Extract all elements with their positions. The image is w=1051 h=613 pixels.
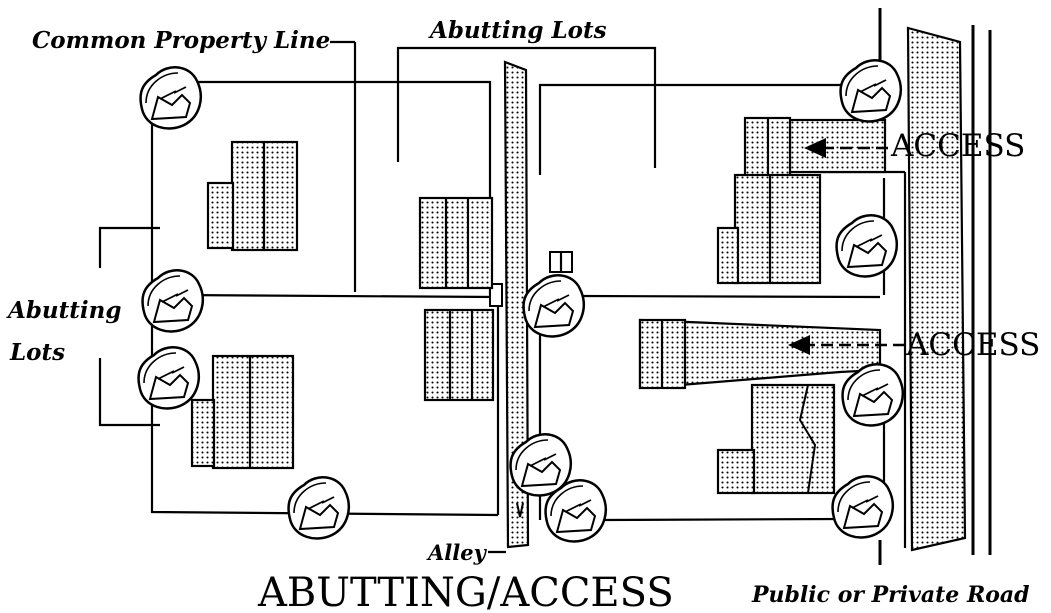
access-lower-label: ACCESS bbox=[905, 327, 1040, 363]
buildings bbox=[190, 116, 887, 495]
garage-left-lower bbox=[423, 308, 495, 402]
alley-label: Alley bbox=[426, 540, 488, 565]
tree-icon bbox=[139, 66, 203, 130]
diagram-caption: ABUTTING/ACCESS bbox=[257, 570, 674, 613]
tree-icon bbox=[839, 59, 903, 123]
alley-strip bbox=[489, 60, 530, 549]
callout-lines bbox=[98, 40, 657, 427]
access-upper-label: ACCESS bbox=[890, 128, 1025, 164]
road bbox=[878, 8, 992, 565]
left-block-outer-boundary bbox=[150, 103, 499, 517]
garage-left-upper bbox=[418, 196, 494, 290]
driveway-upper bbox=[788, 118, 887, 174]
abutting-lots-left-label-line2: Lots bbox=[9, 339, 65, 366]
house-right-upper bbox=[716, 116, 887, 285]
tree-icon bbox=[831, 475, 895, 539]
house-left-upper bbox=[206, 140, 299, 252]
road-label: Public or Private Road bbox=[751, 582, 1030, 608]
house-left-lower bbox=[190, 354, 295, 470]
abutting-lots-left-label-line1: Abutting bbox=[6, 297, 121, 324]
tree-icon bbox=[835, 214, 899, 278]
right-block-top-boundary bbox=[538, 83, 858, 175]
tree-icon bbox=[137, 346, 201, 410]
right-block-middle-boundary bbox=[579, 294, 881, 299]
tree-icon bbox=[287, 476, 351, 540]
common-property-line bbox=[174, 293, 497, 299]
abutting-lots-top-label: Abutting Lots bbox=[428, 17, 607, 44]
right-block-bottom-boundary bbox=[599, 517, 841, 522]
access-arrow-lower bbox=[788, 335, 905, 355]
house-right-lower bbox=[638, 318, 882, 495]
tree-icon bbox=[841, 363, 905, 427]
access-arrow-upper bbox=[804, 138, 888, 158]
tree-icon bbox=[522, 274, 586, 338]
common-property-line-label: Common Property Line bbox=[32, 27, 330, 54]
